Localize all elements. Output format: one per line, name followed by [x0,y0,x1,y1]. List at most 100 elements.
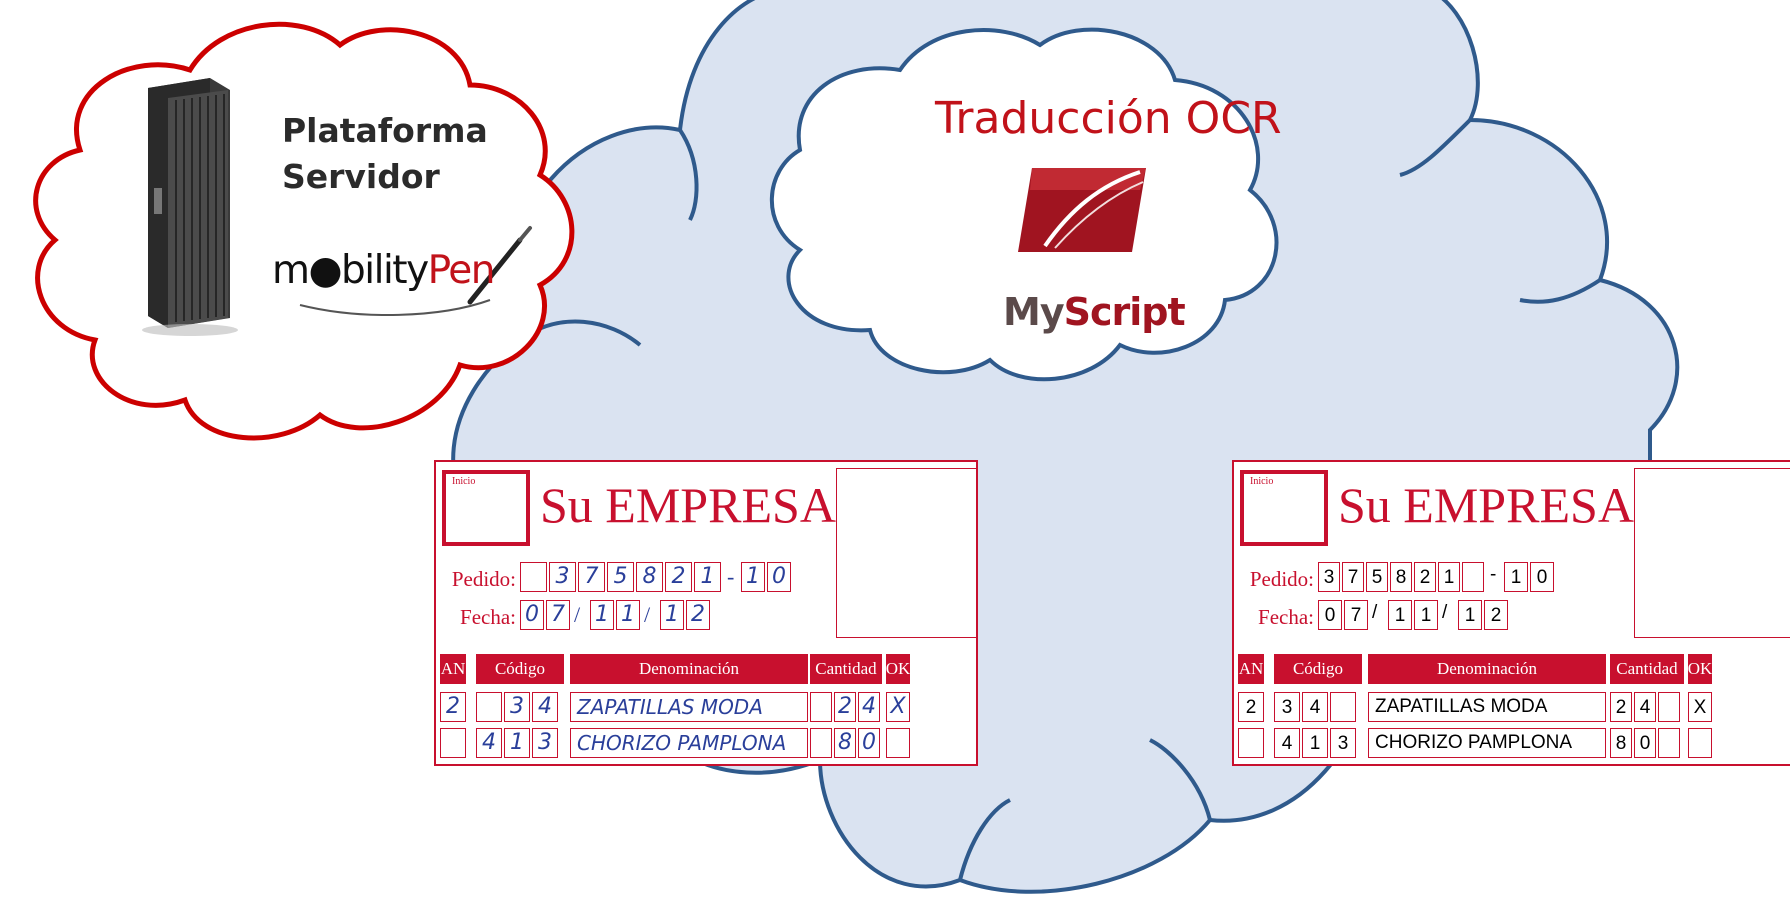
header-cantidad: Cantidad [810,654,882,684]
mobilitypen-logo: m●bilityPen [272,248,496,293]
fecha-digit-cell: 0 [1318,600,1342,630]
row-ok-cell [886,728,910,758]
pedido-suffix-cell: 0 [1530,562,1554,592]
pen-icon [299,226,532,316]
brand-suffix: Pen [427,248,496,293]
pedido-digit-cell: 3 [549,562,576,592]
header-denominacion: Denominación [1368,654,1606,684]
row-qty-digit-cell: 4 [858,692,880,722]
company-name: Su EMPRESA [540,477,836,533]
pedido-digit-cell: 1 [694,562,721,592]
pedido-dash: - [727,564,735,589]
fecha-digit-cell: 2 [1484,600,1508,630]
fecha-digit-cell: 0 [520,600,544,630]
fecha-digit-cell: 7 [1344,600,1368,630]
fecha-separator: / [1372,602,1378,623]
pedido-digit-cell: 2 [1414,562,1436,592]
row-code-digit-cell: 4 [532,692,558,722]
row-code-digit-cell: 3 [532,728,558,758]
pedido-digit-cell: 5 [1366,562,1388,592]
row-an-cell [440,728,466,758]
row-code-digit-cell: 4 [1274,728,1300,758]
pedido-label: Pedido: [451,567,516,591]
row-code-digit-cell: 1 [504,728,530,758]
row-an-cell: 2 [440,692,466,722]
myscript-my: My [1003,290,1065,334]
header-codigo: Código [476,654,564,684]
row-an-cell [1238,728,1264,758]
row-an-cell: 2 [1238,692,1264,722]
brand-prefix: m●bility [272,248,429,293]
myscript-script: Script [1063,290,1186,334]
fecha-digit-cell: 1 [1388,600,1412,630]
pedido-digit-cell: 1 [1438,562,1460,592]
company-name: Su EMPRESA [1338,477,1634,533]
server-title: Plataforma Servidor [282,108,488,199]
ocr-cloud [769,27,1279,382]
pedido-digit-cell [520,562,547,592]
header-codigo: Código [1274,654,1362,684]
row-qty-digit-cell: 0 [1634,728,1656,758]
row-denominacion-field: CHORIZO PAMPLONA [570,728,808,758]
row-qty-digit-cell [1658,728,1680,758]
row-code-digit-cell: 3 [504,692,530,722]
fecha-digit-cell: 1 [616,600,640,630]
pedido-digit-cell: 2 [665,562,692,592]
pedido-digit-cell: 3 [1318,562,1340,592]
row-denominacion-field: ZAPATILLAS MODA [570,692,808,722]
row-code-digit-cell: 3 [1274,692,1300,722]
fecha-digit-cell: 1 [590,600,614,630]
pedido-digit-cell: 7 [578,562,605,592]
fecha-separator: / [574,602,581,627]
row-qty-digit-cell: 4 [1634,692,1656,722]
blank-right-box [1634,468,1790,638]
row-code-digit-cell: 4 [476,728,502,758]
pedido-suffix-cell: 0 [767,562,791,592]
fecha-label: Fecha: [1258,605,1314,629]
row-qty-digit-cell: 0 [858,728,880,758]
pedido-digit-cell: 8 [636,562,663,592]
row-qty-digit-cell [810,692,832,722]
row-qty-digit-cell [810,728,832,758]
header-ok: OK [1688,654,1712,684]
blank-right-box [836,468,976,638]
row-denominacion-field: ZAPATILLAS MODA [1368,692,1606,722]
pedido-dash: - [1490,564,1497,585]
ocr-title: Traducción OCR [935,93,1282,144]
row-qty-digit-cell: 2 [1610,692,1632,722]
fecha-digit-cell: 2 [686,600,710,630]
pedido-digit-cell: 7 [1342,562,1364,592]
fecha-separator: / [1442,602,1448,623]
row-qty-digit-cell [1658,692,1680,722]
fecha-digit-cell: 1 [660,600,684,630]
row-ok-cell: X [1688,692,1712,722]
logo-placeholder-box: Inicio [1240,470,1328,546]
row-qty-digit-cell: 8 [1610,728,1632,758]
logo-placeholder-label: Inicio [452,476,476,487]
row-code-digit-cell [476,692,502,722]
server-title-line2: Servidor [282,156,440,196]
header-ok: OK [886,654,910,684]
row-code-digit-cell: 3 [1330,728,1356,758]
header-an: AN [440,654,466,684]
fecha-separator: / [644,602,651,627]
header-an: AN [1238,654,1264,684]
row-code-digit-cell: 1 [1302,728,1328,758]
pedido-suffix-cell: 1 [1504,562,1528,592]
pedido-label: Pedido: [1249,567,1314,591]
header-denominacion: Denominación [570,654,808,684]
myscript-logo-text: MyScript [1003,290,1186,334]
logo-placeholder-label: Inicio [1250,476,1274,487]
fecha-digit-cell: 7 [546,600,570,630]
fecha-label: Fecha: [460,605,516,629]
fecha-digit-cell: 1 [1414,600,1438,630]
row-ok-cell: X [886,692,910,722]
myscript-logo-icon [1018,168,1146,252]
pedido-digit-cell [1462,562,1484,592]
